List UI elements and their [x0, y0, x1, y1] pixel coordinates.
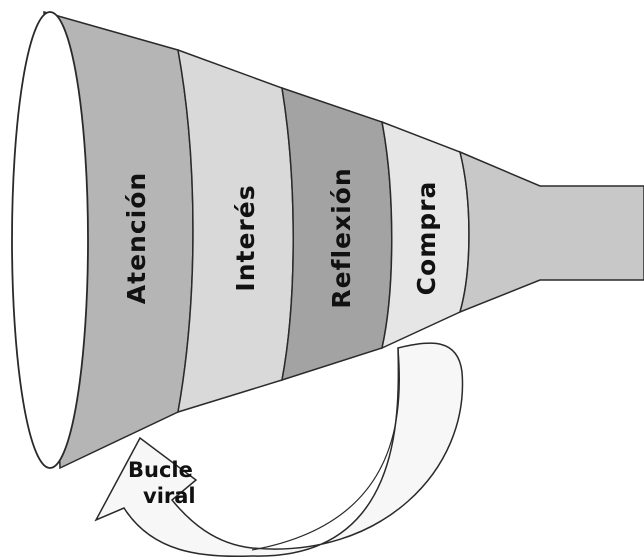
viral-loop-label-line1: Bucle	[128, 458, 193, 482]
funnel-neck	[460, 152, 644, 312]
funnel-mouth	[12, 12, 88, 468]
stage-label-atencion: Atención	[122, 172, 151, 304]
viral-loop-label-line2: viral	[143, 484, 196, 508]
stage-label-interes: Interés	[231, 184, 260, 291]
stage-label-reflexion: Reflexión	[327, 167, 356, 308]
stage-label-compra: Compra	[412, 181, 441, 296]
